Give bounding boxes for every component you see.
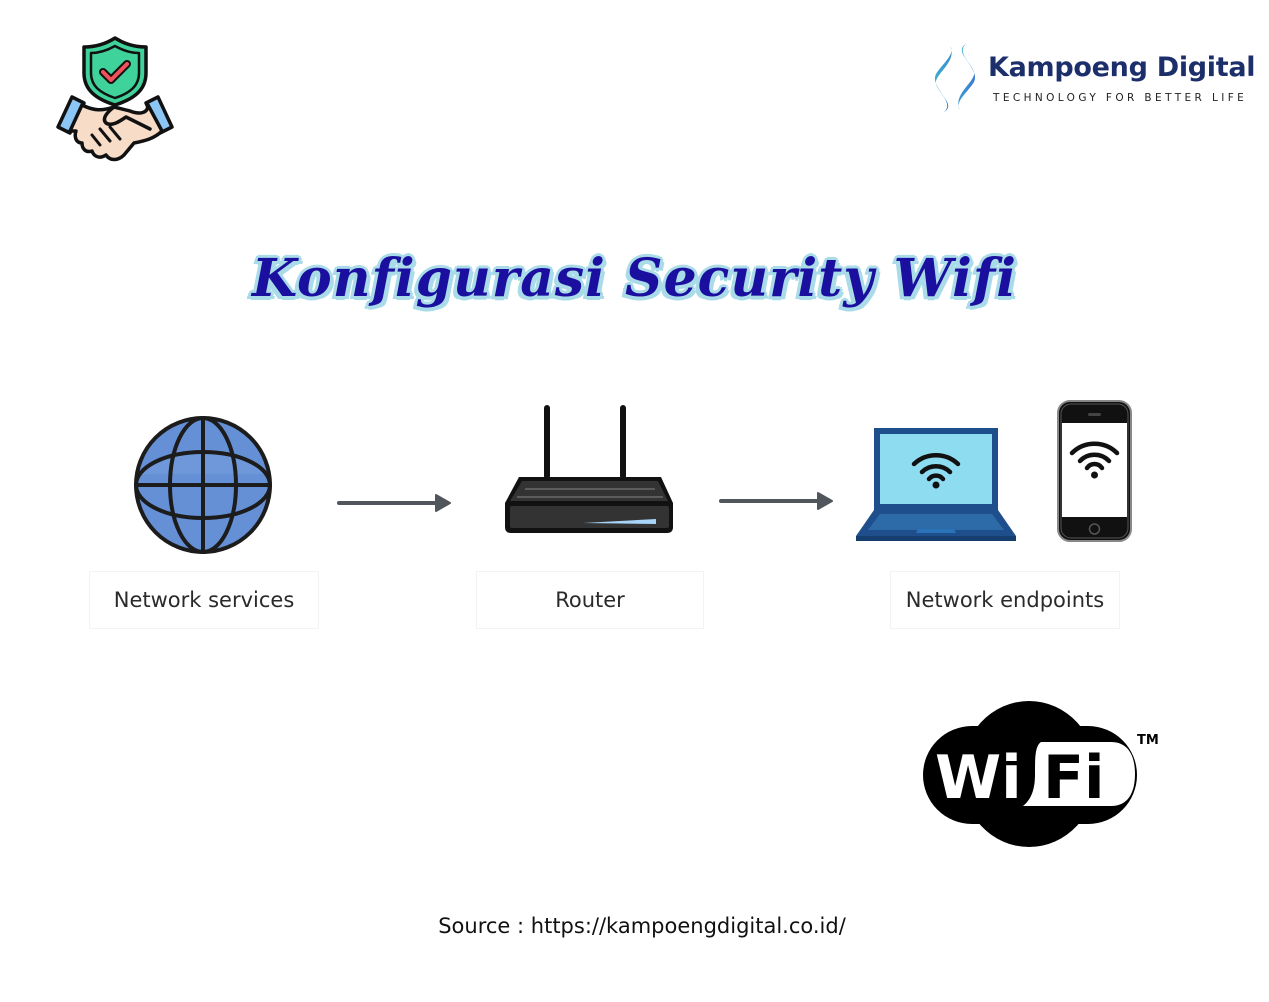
page-title: Konfigurasi Security Wifi [251, 248, 1017, 309]
wifi-logo-fi: Fi [1043, 743, 1105, 813]
trademark-symbol: TM [1137, 733, 1159, 748]
router-icon [503, 403, 676, 535]
wifi-logo: Wi Fi TM [921, 700, 1161, 852]
shield-handshake-icon [54, 35, 176, 165]
node-label-router: Router [476, 571, 704, 629]
wifi-logo-wi: Wi [935, 743, 1022, 813]
kampoeng-digital-mark-icon [934, 44, 976, 112]
brand-logo: Kampoeng Digital TECHNOLOGY FOR BETTER L… [930, 44, 1260, 114]
phone-wifi-icon [1056, 399, 1133, 543]
laptop-wifi-icon [856, 426, 1016, 542]
brand-tagline: TECHNOLOGY FOR BETTER LIFE [993, 92, 1248, 104]
brand-name: Kampoeng Digital [988, 52, 1256, 83]
node-label-network-endpoints: Network endpoints [890, 571, 1120, 629]
globe-icon [132, 414, 274, 556]
arrow-services-to-router [336, 492, 454, 514]
node-label-network-services: Network services [89, 571, 319, 629]
source-caption: Source : https://kampoengdigital.co.id/ [438, 914, 846, 938]
arrow-router-to-endpoints [718, 490, 836, 512]
